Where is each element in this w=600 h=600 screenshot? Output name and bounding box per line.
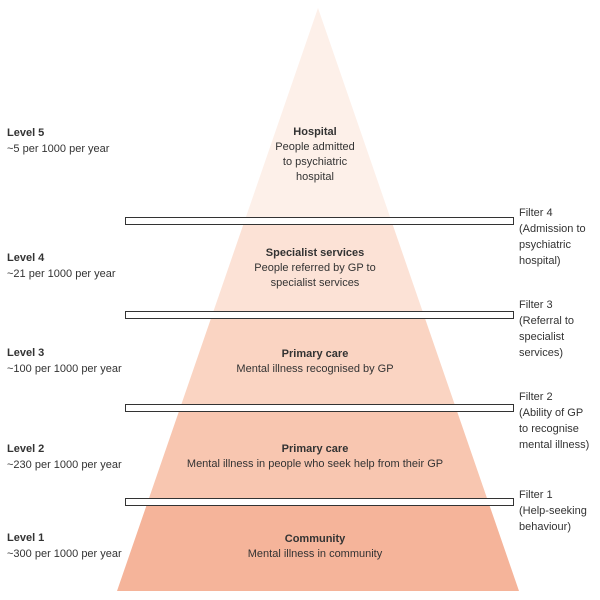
level-4-label: Level 4 ~21 per 1000 per year <box>7 250 116 282</box>
tier-primary-care-2-title: Primary care <box>281 443 349 455</box>
tier-hospital-line-2: to psychiatric <box>282 156 348 168</box>
level-4-rate: ~21 per 1000 per year <box>7 268 116 280</box>
filter-2-label: Filter 2 (Ability of GP to recognise men… <box>519 389 589 453</box>
filter-4-line-2: (Admission to <box>519 223 586 235</box>
level-3-title: Level 3 <box>7 347 45 359</box>
tier-primary-care-1-line-1: Mental illness recognised by GP <box>236 363 394 375</box>
filter-4-line-3: psychiatric <box>519 239 571 251</box>
tier-4-shape <box>211 222 425 316</box>
level-3-label: Level 3 ~100 per 1000 per year <box>7 345 122 377</box>
filter-3-line-1: Filter 3 <box>519 299 553 311</box>
tier-community-line-1: Mental illness in community <box>247 548 383 560</box>
tier-specialist-line-1: People referred by GP to <box>254 262 376 274</box>
filter-1-line-2: (Help-seeking <box>519 505 587 517</box>
filter-2-line-1: Filter 2 <box>519 391 553 403</box>
filter-2-line-3: to recognise <box>519 423 579 435</box>
tier-community: Community Mental illness in community <box>175 532 455 562</box>
level-2-rate: ~230 per 1000 per year <box>7 459 122 471</box>
tier-hospital-title: Hospital <box>293 126 337 138</box>
filter-2-line-4: mental illness) <box>519 439 590 451</box>
tier-specialist-services: Specialist services People referred by G… <box>195 246 435 291</box>
tier-hospital-line-1: People admitted <box>275 141 355 153</box>
level-1-title: Level 1 <box>7 532 45 544</box>
tier-primary-care-recognised: Primary care Mental illness recognised b… <box>175 347 455 377</box>
filter-2-line-2: (Ability of GP <box>519 407 584 419</box>
tier-2-shape <box>147 408 489 502</box>
filter-4-line-4: hospital) <box>519 255 561 267</box>
tier-3-shape <box>180 316 456 408</box>
filter-4-line-1: Filter 4 <box>519 207 553 219</box>
filter-1-bar <box>125 498 514 506</box>
tier-1-shape <box>117 502 519 591</box>
level-5-label: Level 5 ~5 per 1000 per year <box>7 125 109 157</box>
tier-hospital-line-3: hospital <box>296 171 334 183</box>
level-4-title: Level 4 <box>7 252 45 264</box>
filter-3-bar <box>125 311 514 319</box>
filter-3-line-2: (Referral to <box>519 315 575 327</box>
level-5-rate: ~5 per 1000 per year <box>7 143 110 155</box>
filter-1-label: Filter 1 (Help-seeking behaviour) <box>519 487 587 535</box>
filter-1-line-3: behaviour) <box>519 521 571 533</box>
filter-4-bar <box>125 217 514 225</box>
tier-specialist-line-2: specialist services <box>270 277 360 289</box>
filter-3-line-4: services) <box>519 347 564 359</box>
level-2-label: Level 2 ~230 per 1000 per year <box>7 441 122 473</box>
tier-community-title: Community <box>284 533 346 545</box>
tier-specialist-title: Specialist services <box>265 247 365 259</box>
filter-2-bar <box>125 404 514 412</box>
level-5-title: Level 5 <box>7 127 45 139</box>
filter-4-label: Filter 4 (Admission to psychiatric hospi… <box>519 205 586 269</box>
level-1-label: Level 1 ~300 per 1000 per year <box>7 530 122 562</box>
filter-3-line-3: specialist <box>519 331 565 343</box>
tier-hospital: Hospital People admitted to psychiatric … <box>215 125 415 185</box>
level-3-rate: ~100 per 1000 per year <box>7 363 122 375</box>
filter-1-line-1: Filter 1 <box>519 489 553 501</box>
tier-5-shape <box>244 8 392 222</box>
filter-3-label: Filter 3 (Referral to specialist service… <box>519 297 574 361</box>
tier-primary-care-2-line-1: Mental illness in people who seek help f… <box>186 458 444 470</box>
tier-primary-care-1-title: Primary care <box>281 348 349 360</box>
level-1-rate: ~300 per 1000 per year <box>7 548 122 560</box>
level-2-title: Level 2 <box>7 443 45 455</box>
tier-primary-care-help: Primary care Mental illness in people wh… <box>145 442 485 472</box>
